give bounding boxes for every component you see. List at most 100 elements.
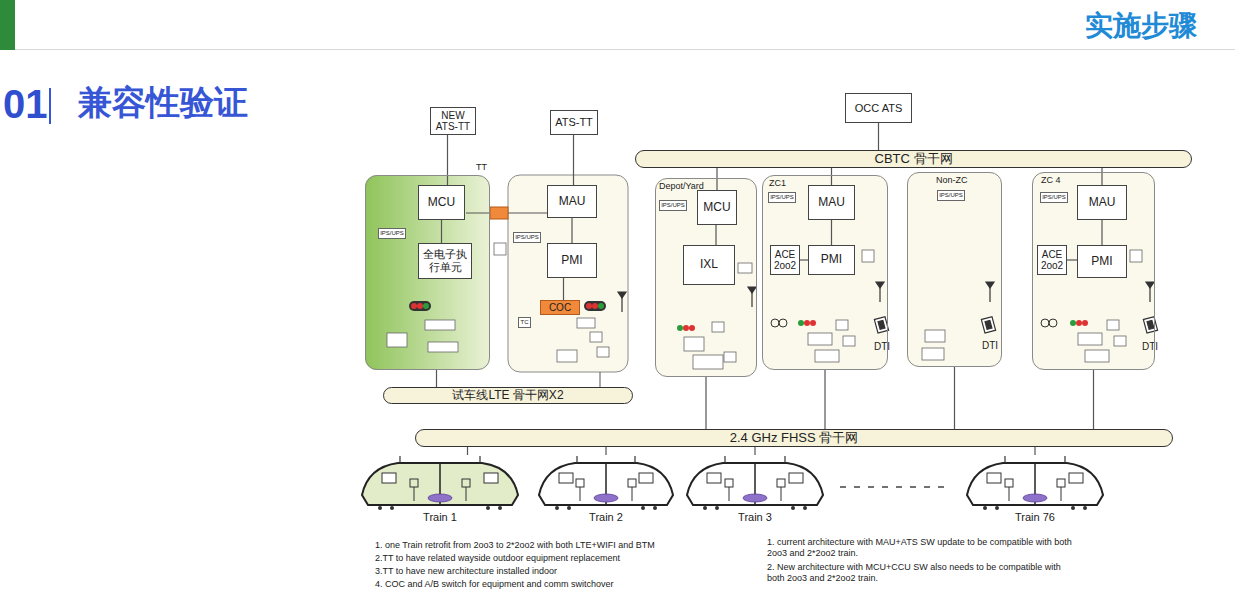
- region-fill: [655, 178, 757, 377]
- connector-line: [1101, 220, 1102, 245]
- train-outline: [634, 456, 635, 463]
- header-decor: [15, 49, 1235, 50]
- equipment-box: [1130, 250, 1142, 262]
- page-title: 兼容性验证: [78, 82, 248, 123]
- node-text: TC: [521, 319, 529, 326]
- signal-symbol: [798, 320, 804, 326]
- track-circuit-symbol: [779, 319, 787, 327]
- process-box: 全电子执行单元: [418, 243, 472, 279]
- train-outline: [789, 473, 803, 483]
- node-text: IPS/UPS: [661, 202, 685, 209]
- node-text: MAU: [818, 196, 845, 210]
- connector-line: [831, 220, 832, 245]
- region-heading: TT: [476, 162, 487, 172]
- train-outline: [484, 473, 498, 483]
- station-region: TTMCU全电子执行单元IPS/UPS: [365, 175, 490, 370]
- equipment-box: [597, 347, 609, 357]
- power-box: IPS/UPS: [1040, 192, 1068, 203]
- train-outline: [781, 487, 782, 501]
- node-text: IXL: [700, 258, 718, 272]
- process-box: PMI: [547, 243, 597, 278]
- signal-symbol: [423, 303, 429, 309]
- train-outline: [1061, 487, 1062, 501]
- connector-line: [1034, 447, 1035, 455]
- node-text: MAU: [1089, 196, 1116, 210]
- connector-line: [800, 259, 808, 260]
- equipment-box: [738, 263, 752, 273]
- signal-symbol: [409, 301, 1088, 331]
- region-fill: [762, 175, 888, 370]
- ellipsis-dashes: [840, 486, 945, 488]
- equipment-box: [922, 348, 944, 360]
- node-text: MAU: [559, 195, 586, 209]
- train-unit: Train 76: [965, 455, 1105, 525]
- note-text: 1. one Train retrofit from 2oo3 to 2*2oo…: [375, 540, 755, 551]
- train-unit: Train 1: [360, 455, 520, 525]
- train-outline: [410, 479, 418, 487]
- train-label: Train 2: [589, 511, 623, 523]
- equipment-box: [684, 337, 704, 351]
- connector-line: [878, 123, 879, 150]
- node-text: PMI: [561, 254, 582, 268]
- signal-symbol: [584, 301, 606, 311]
- node-text: 全电子执行单元: [421, 248, 469, 273]
- equipment-label: DTI: [982, 340, 998, 352]
- train-outline: [382, 473, 396, 483]
- train-outline: [594, 494, 618, 502]
- power-box: IPS/UPS: [768, 192, 796, 203]
- train-outline: [1009, 487, 1010, 501]
- band-label: CBTC 骨干网: [875, 152, 953, 166]
- train-outline: [580, 487, 581, 501]
- train-outline: [729, 487, 730, 501]
- train-outline: [390, 506, 394, 510]
- process-box: MAU: [808, 185, 855, 220]
- node-text: IPS/UPS: [1042, 194, 1066, 201]
- region-heading: ZC 4: [1041, 175, 1061, 185]
- equipment-box: [693, 355, 723, 369]
- train-outline: [537, 455, 675, 511]
- server-box: OCC ATS: [845, 93, 912, 123]
- connector-line: [754, 447, 755, 455]
- signal-symbol: [683, 325, 689, 331]
- equipment-box: [1085, 350, 1109, 362]
- train-outline: [479, 456, 480, 463]
- train-outline: [466, 487, 467, 501]
- signal-symbol: [689, 325, 695, 331]
- process-box: MAU: [547, 185, 597, 218]
- equipment-box: [1107, 320, 1119, 330]
- equipment-box: [712, 322, 724, 332]
- connector-line: [954, 367, 955, 429]
- train-outline: [486, 506, 490, 510]
- equipment-box: [862, 250, 874, 262]
- antenna-symbol: [1146, 282, 1154, 288]
- train-outline: [987, 473, 1001, 483]
- train-outline: [1057, 479, 1065, 487]
- antenna-symbol: [618, 282, 1154, 312]
- train-outline: [777, 479, 785, 487]
- node-text: ACE 2oo2: [1040, 249, 1064, 272]
- antenna-symbol: [876, 282, 884, 288]
- node-text: PMI: [821, 253, 842, 267]
- node-text: OCC ATS: [855, 102, 902, 115]
- connector-line: [1101, 168, 1102, 185]
- signal-symbol: [1076, 320, 1082, 326]
- region-heading: Non-ZC: [936, 175, 968, 185]
- equipment-box: [428, 342, 458, 352]
- region-heading: ZC1: [769, 178, 786, 188]
- wire: [600, 372, 601, 387]
- antenna-symbol: [986, 282, 994, 288]
- train-outline: [567, 506, 571, 510]
- switch-box: COC: [540, 300, 580, 315]
- train-outline: [641, 506, 645, 510]
- region-fill: [508, 175, 628, 372]
- process-box: ACE 2oo2: [770, 245, 800, 275]
- connector-line: [824, 370, 825, 429]
- connector-line: [467, 447, 468, 455]
- node-text: MCU: [703, 201, 730, 215]
- station-region: ZC 4IPS/UPSMAUACE 2oo2PMI: [1032, 172, 1155, 370]
- signal-symbol: [409, 301, 431, 311]
- dti-symbol: [1147, 320, 1154, 329]
- train-outline: [1064, 456, 1065, 463]
- train-outline: [803, 506, 807, 510]
- train-outline: [559, 473, 573, 483]
